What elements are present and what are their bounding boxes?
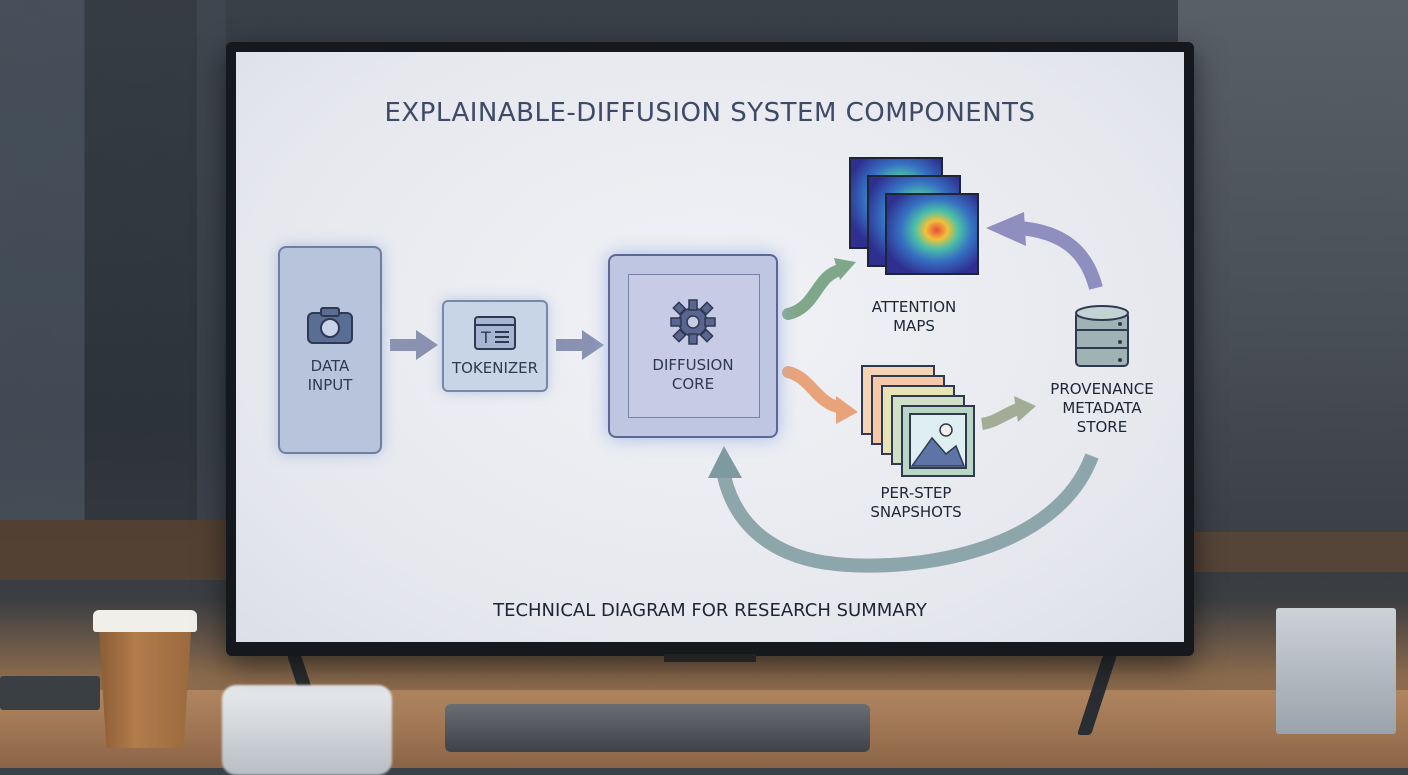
provenance-label-line2: METADATA [1062, 399, 1142, 417]
node-tokenizer: T TOKENIZER [442, 300, 548, 392]
arrow-tokenizer-to-core [556, 330, 604, 360]
core-label-line2: CORE [671, 375, 715, 393]
arrow-core-to-snapshots [782, 366, 848, 414]
attention-maps-label: ATTENTION MAPS [854, 298, 974, 336]
attention-maps-label-line1: ATTENTION [871, 298, 957, 316]
svg-text:T: T [480, 328, 491, 347]
monitor-stand-neck [664, 654, 756, 662]
tokenizer-label: TOKENIZER [451, 359, 539, 377]
camera [222, 685, 392, 775]
background-desk-left [0, 520, 240, 580]
snapshots-label: PER-STEP SNAPSHOTS [856, 484, 976, 522]
data-input-label-line2: INPUT [307, 376, 353, 394]
provenance-label-line3: STORE [1076, 418, 1128, 436]
monitor: EXPLAINABLE-DIFFUSION SYSTEM COMPONENTS [226, 42, 1194, 656]
arrowhead-snapshots [836, 396, 858, 424]
node-data-input: DATA INPUT [278, 246, 382, 454]
coffee-cup-lid [93, 610, 197, 632]
camera-icon [307, 307, 353, 344]
arrow-input-to-tokenizer [390, 330, 438, 360]
coffee-cup-body [99, 632, 191, 748]
database-icon [1075, 305, 1129, 367]
background-desk-right [1188, 532, 1408, 572]
connector-layer [390, 212, 1103, 573]
notebook [0, 676, 100, 710]
gear-icon [670, 299, 716, 345]
core-label-line1: DIFFUSION [652, 356, 734, 374]
provenance-label-line1: PROVENANCE [1050, 380, 1154, 398]
arrow-store-to-attention [1019, 221, 1103, 290]
diagram-screen: EXPLAINABLE-DIFFUSION SYSTEM COMPONENTS [236, 52, 1184, 642]
arrow-snapshots-to-store [980, 396, 1036, 430]
provenance-store-label: PROVENANCE METADATA STORE [1032, 380, 1172, 437]
image-stack-icon [861, 365, 975, 477]
snapshots-label-line2: SNAPSHOTS [870, 503, 962, 521]
closed-laptop [445, 704, 870, 752]
arrow-core-to-attention [782, 264, 846, 320]
loop-store-to-core [717, 453, 1099, 573]
heatmap-stack-icon [849, 157, 979, 275]
text-token-icon: T [474, 316, 516, 350]
diagram-footer: TECHNICAL DIAGRAM FOR RESEARCH SUMMARY [493, 600, 927, 621]
snapshots-label-line1: PER-STEP [880, 484, 952, 502]
attention-maps-label-line2: MAPS [893, 317, 935, 335]
arrowhead-attention [834, 258, 856, 280]
diagram-title: EXPLAINABLE-DIFFUSION SYSTEM COMPONENTS [384, 98, 1036, 128]
background-wall [1178, 0, 1408, 560]
data-input-label-line1: DATA [310, 357, 350, 375]
node-diffusion-core: DIFFUSION CORE [608, 254, 778, 438]
coffee-cup [93, 610, 197, 750]
arrowhead-store-to-attention [986, 212, 1026, 246]
arrowhead-loop-to-core [708, 446, 742, 478]
paper-tray [1276, 608, 1396, 734]
core-inner-panel [628, 274, 760, 418]
